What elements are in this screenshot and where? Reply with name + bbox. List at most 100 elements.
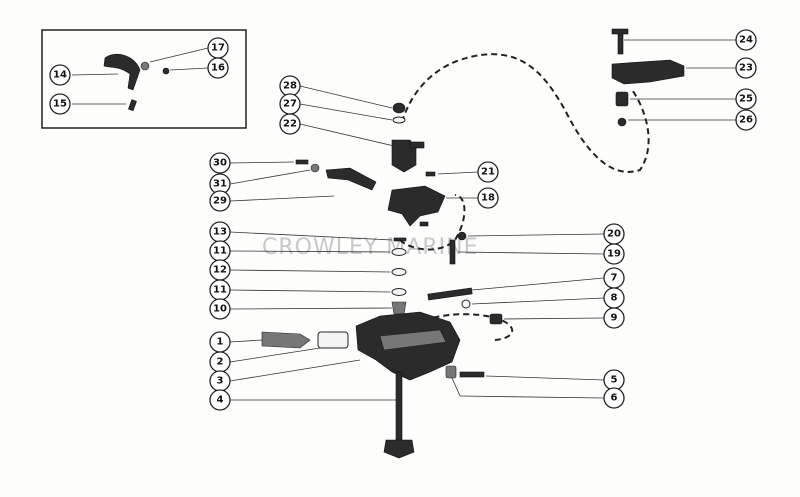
callout-25: 25 [735,88,757,110]
ring-11a-part [391,248,407,256]
callout-17: 17 [207,37,229,59]
nut-26-part [617,117,627,127]
svg-text:4: 4 [217,395,224,406]
svg-text:7: 7 [611,273,618,284]
callout-9: 9 [603,307,625,329]
callout-30: 30 [209,152,231,174]
bracket-18-part [387,185,446,227]
lever-29-part [325,167,377,191]
nut-6-part [445,365,457,379]
svg-text:24: 24 [739,35,753,46]
svg-text:3: 3 [217,376,224,387]
callout-28: 28 [279,75,301,97]
callout-20: 20 [603,223,625,245]
callout-26: 26 [735,109,757,131]
nut-31-part [310,163,320,173]
svg-text:5: 5 [611,375,618,386]
inset-box [41,29,247,129]
callout-2: 2 [209,351,231,373]
svg-text:2: 2 [217,357,224,368]
callout-11b: 11 [209,279,231,301]
dashed-cable-upper [401,53,650,173]
svg-text:9: 9 [611,313,618,324]
svg-text:18: 18 [481,193,495,204]
screw-24-part [617,31,624,55]
svg-text:22: 22 [283,119,297,130]
inset-screw-15-part [128,99,137,112]
nut-9-part [489,313,503,325]
spacer-25-part [615,91,629,107]
callout-10: 10 [209,298,231,320]
callout-23: 23 [735,57,757,79]
callout-29: 29 [209,190,231,212]
svg-text:1: 1 [217,337,224,348]
pin-small-part [419,221,429,227]
callout-7: 7 [603,267,625,289]
svg-text:17: 17 [211,43,225,54]
svg-text:13: 13 [213,227,227,238]
svg-text:31: 31 [213,179,227,190]
callout-27: 27 [279,93,301,115]
nut-28-part [392,102,406,114]
screw-30-part [295,159,309,165]
bushing-2-part [317,331,349,349]
bracket-23-part [611,59,685,85]
callout-13: 13 [209,221,231,243]
dashed-cable-middle [399,194,466,251]
svg-text:10: 10 [213,304,227,315]
callout-14: 14 [49,64,71,86]
ring-12-part [391,268,407,276]
svg-text:29: 29 [213,196,227,207]
inset-lever-part [103,54,141,91]
svg-text:27: 27 [283,99,297,110]
bolt-7-part [427,287,473,301]
bolt-5-part [459,371,485,378]
inset-nut-16-part [162,67,170,75]
callout-8: 8 [603,287,625,309]
callout-15: 15 [49,93,71,115]
inset-nut-17-part [140,61,150,71]
svg-text:11: 11 [213,246,227,257]
screw-24-head [611,28,629,35]
callout-12: 12 [209,259,231,281]
rod-4-end [383,439,415,459]
svg-text:12: 12 [213,265,227,276]
svg-text:21: 21 [481,167,495,178]
pin-21-part [425,171,436,177]
svg-text:16: 16 [211,63,225,74]
pin-13-part [393,237,407,242]
svg-text:25: 25 [739,94,753,105]
callout-18: 18 [477,187,499,209]
callout-1: 1 [209,331,231,353]
svg-text:6: 6 [611,393,618,404]
svg-text:23: 23 [739,63,753,74]
svg-text:19: 19 [607,249,621,260]
washer-27-part [392,116,406,124]
washer-8-part [461,299,471,309]
callout-5: 5 [603,369,625,391]
callout-21: 21 [477,161,499,183]
callout-11a: 11 [209,240,231,262]
svg-text:30: 30 [213,158,227,169]
sleeve-1-part [261,331,311,349]
callout-4: 4 [209,389,231,411]
svg-text:20: 20 [607,229,621,240]
rod-4-part [395,371,403,443]
svg-text:26: 26 [739,115,753,126]
pivot-22-arm [409,141,425,149]
svg-text:15: 15 [53,99,67,110]
svg-text:8: 8 [611,293,618,304]
ring-11b-part [391,288,407,296]
callout-6: 6 [603,387,625,409]
callout-16: 16 [207,57,229,79]
bolt-19-part [449,239,456,265]
nut-20-part [457,231,467,241]
housing-3-slot [379,329,447,351]
callout-3: 3 [209,370,231,392]
leader-lines [71,39,746,401]
callout-19: 19 [603,243,625,265]
svg-text:14: 14 [53,70,67,81]
callout-24: 24 [735,29,757,51]
